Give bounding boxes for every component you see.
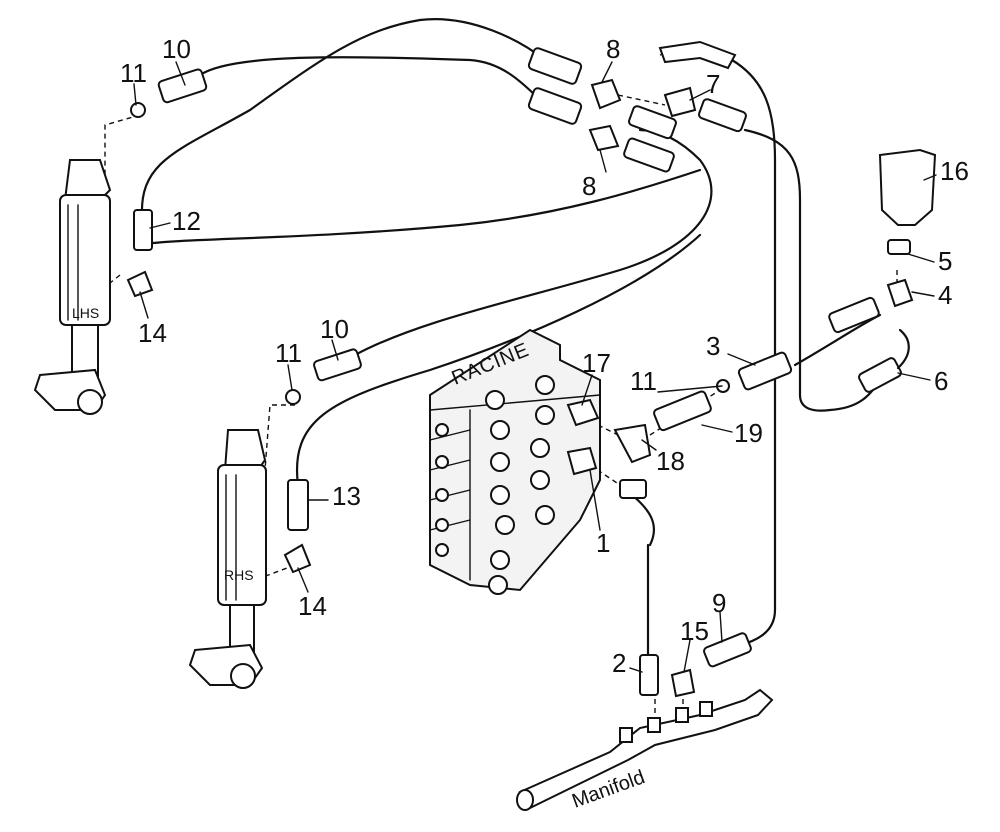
- callout-12: 12: [172, 206, 201, 236]
- callout-2: 2: [612, 648, 626, 678]
- callout-10-top: 10: [162, 34, 191, 64]
- callout-11-mid: 11: [275, 338, 302, 368]
- right-cylinder: RHS: [188, 429, 267, 689]
- hose-lines: [138, 18, 882, 662]
- callout-9: 9: [712, 588, 726, 618]
- cylinder-left-label: LHS: [72, 305, 99, 321]
- callout-5: 5: [938, 246, 952, 276]
- callout-labels: 10 11 8 7 8 16 12 5 4 14 10 11 3 17 11 6…: [120, 34, 969, 678]
- callout-14-low: 14: [298, 591, 327, 621]
- callout-6: 6: [934, 366, 948, 396]
- cylinder-right-label: RHS: [224, 567, 254, 583]
- callout-8-top: 8: [606, 34, 620, 64]
- callout-7: 7: [706, 69, 720, 99]
- callout-13: 13: [332, 481, 361, 511]
- left-cylinder: LHS: [33, 159, 112, 415]
- callout-1: 1: [596, 528, 610, 558]
- callout-11-top: 11: [120, 58, 147, 88]
- callout-14-top: 14: [138, 318, 167, 348]
- callout-11-right: 11: [630, 366, 657, 396]
- callout-4: 4: [938, 280, 952, 310]
- callout-10-mid: 10: [320, 314, 349, 344]
- leader-lines: [133, 61, 937, 673]
- callout-15: 15: [680, 616, 709, 646]
- callout-3: 3: [706, 331, 720, 361]
- callout-18: 18: [656, 446, 685, 476]
- callout-19: 19: [734, 418, 763, 448]
- fittings: [126, 40, 914, 698]
- reservoir-cup: [878, 148, 937, 255]
- callout-16: 16: [940, 156, 969, 186]
- callout-8-lower: 8: [582, 171, 596, 201]
- callout-17: 17: [582, 348, 611, 378]
- manifold: Manifold: [516, 688, 774, 813]
